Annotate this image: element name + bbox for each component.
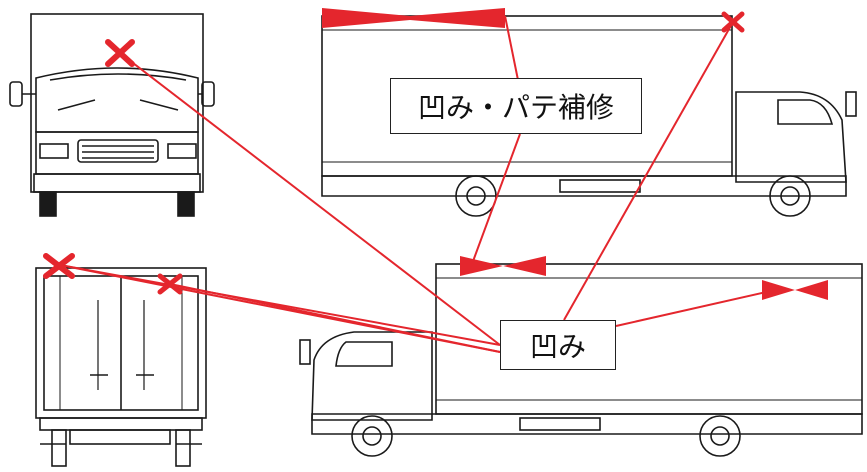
left-side-front-wheel bbox=[769, 175, 811, 217]
bar-mark-left-side-top bbox=[322, 8, 505, 28]
front-wipers bbox=[57, 99, 179, 111]
left-side-front-hub bbox=[780, 186, 800, 206]
front-lower-face bbox=[35, 131, 199, 175]
leader-line-top-bar bbox=[504, 15, 519, 81]
leader-line-front-x bbox=[119, 52, 501, 346]
label-dent-text: 凹み bbox=[529, 330, 586, 363]
leader-line-right-bar bbox=[615, 289, 776, 327]
right-side-fuel-tank bbox=[519, 417, 601, 431]
label-dent-putty-repair: 凹み・パテ補修 bbox=[390, 78, 642, 134]
front-left-mirror bbox=[9, 81, 23, 107]
bar-mark-right-side-rear bbox=[762, 280, 828, 300]
rear-underride-bar bbox=[69, 429, 171, 445]
rear-door-hinge-lines bbox=[59, 276, 183, 410]
front-bumper bbox=[33, 173, 201, 193]
rear-right-tire bbox=[175, 429, 191, 467]
x-mark-rear-right bbox=[157, 273, 183, 295]
right-side-chassis bbox=[311, 413, 863, 435]
front-right-tire bbox=[177, 191, 195, 217]
leader-line-side-x bbox=[563, 21, 734, 321]
left-side-cab-window bbox=[777, 99, 834, 125]
right-side-cab-window bbox=[335, 341, 393, 367]
leader-lines bbox=[59, 15, 776, 353]
right-side-front-wheel bbox=[351, 415, 393, 457]
left-side-rear-wheel bbox=[455, 175, 497, 217]
label-dent-putty-repair-text: 凹み・パテ補修 bbox=[417, 91, 614, 124]
left-side-view bbox=[321, 15, 857, 217]
right-side-view bbox=[299, 263, 863, 457]
front-view-box-outline bbox=[30, 13, 204, 193]
right-side-rear-wheel bbox=[699, 415, 741, 457]
x-mark-left-side bbox=[721, 11, 745, 33]
front-windshield bbox=[35, 67, 199, 133]
left-side-fuel-tank bbox=[559, 179, 641, 193]
front-grille bbox=[77, 139, 159, 163]
front-view bbox=[9, 13, 215, 217]
left-side-cab bbox=[735, 91, 847, 183]
left-side-chassis bbox=[321, 175, 847, 197]
leader-line-mid-bar bbox=[471, 133, 521, 265]
front-left-tire bbox=[39, 191, 57, 217]
x-mark-front bbox=[105, 39, 135, 67]
rear-bumper bbox=[39, 417, 203, 431]
leader-line-rear-x1 bbox=[59, 264, 501, 346]
label-dent: 凹み bbox=[500, 320, 616, 370]
right-side-rear-hub bbox=[710, 426, 730, 446]
rear-left-tire bbox=[51, 429, 67, 467]
front-left-headlamp bbox=[39, 143, 69, 159]
leader-line-rear-x2 bbox=[169, 283, 501, 353]
rear-view bbox=[35, 267, 207, 467]
left-side-mirror bbox=[845, 91, 857, 117]
front-grille-slats bbox=[82, 145, 154, 159]
front-right-headlamp bbox=[167, 143, 197, 159]
x-mark-rear-left bbox=[43, 253, 75, 279]
right-side-front-hub bbox=[362, 426, 382, 446]
right-side-mirror bbox=[299, 339, 311, 365]
bar-mark-right-side-top bbox=[460, 256, 546, 276]
left-side-rear-hub bbox=[466, 186, 486, 206]
right-side-cab bbox=[311, 331, 433, 421]
front-wiper-line bbox=[49, 73, 187, 81]
damage-markers bbox=[43, 8, 828, 300]
